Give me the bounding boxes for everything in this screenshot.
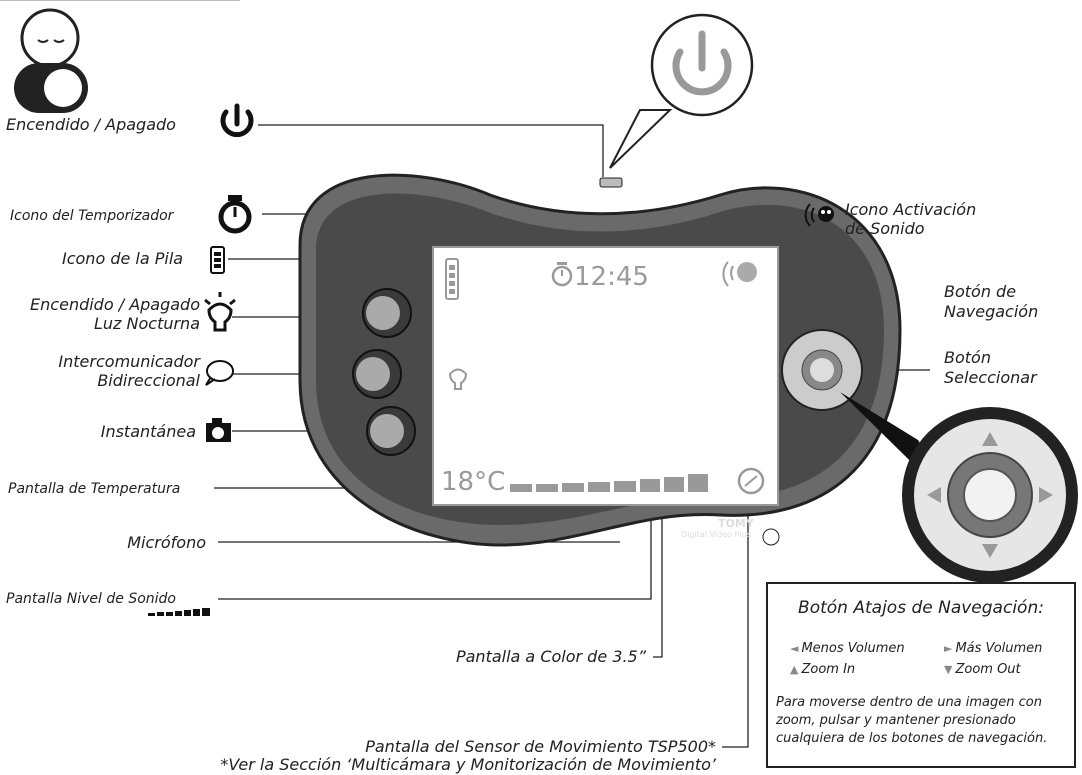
nightlight-label-line2: Luz Nocturna xyxy=(93,314,200,333)
nav-button-label-line2: Navegación xyxy=(944,302,1039,321)
motion-sensor-label: Pantalla del Sensor de Movimiento TSP500… xyxy=(365,737,716,756)
arrow-up-icon: ▲ xyxy=(790,663,799,676)
brand-name: TOMY xyxy=(718,517,754,530)
arrow-right-icon: ► xyxy=(944,642,953,655)
arrow-left-icon: ◄ xyxy=(790,642,799,655)
nav-pad-zoom xyxy=(840,392,1078,583)
arrow-down-icon: ▼ xyxy=(944,663,953,676)
timer-icon xyxy=(218,195,252,234)
volume-down-text: Menos Volumen xyxy=(801,641,905,656)
zoom-in-text: Zoom In xyxy=(801,662,856,677)
microphone-label: Micrófono xyxy=(127,533,206,552)
power-label: Encendido / Apagado xyxy=(6,115,176,134)
device-model: Digital Video Plus xyxy=(681,530,751,539)
battery-icon-label: Icono de la Pila xyxy=(62,249,184,268)
volume-up-text: Más Volumen xyxy=(955,641,1043,656)
timer-icon-label: Icono del Temporizador xyxy=(10,208,174,224)
shortcuts-title: Botón Atajos de Navegación: xyxy=(798,598,1044,618)
intercom-label-line1: Intercomunicador xyxy=(58,352,200,371)
select-button-label-line1: Botón xyxy=(944,348,991,367)
brand-logo-icon xyxy=(762,528,780,546)
select-button-label-line2: Seleccionar xyxy=(944,368,1037,387)
screen-nightlight-icon xyxy=(448,368,468,390)
screen-temperature: 18°C xyxy=(441,467,506,497)
zoom-out-text: Zoom Out xyxy=(955,662,1021,677)
screen-sound-level-bars xyxy=(510,474,708,492)
nav-button-label-line1: Botón de xyxy=(944,282,1017,301)
temperature-display-label: Pantalla de Temperatura xyxy=(8,481,181,497)
zoom-in-item: ▲Zoom In xyxy=(790,662,855,677)
power-callout-bubble xyxy=(609,13,754,169)
zoom-out-item: ▼Zoom Out xyxy=(944,662,1021,677)
motion-sensor-note: *Ver la Sección ‘Multicámara y Monitoriz… xyxy=(220,755,716,774)
camera-icon xyxy=(206,418,231,442)
nightlight-label-line1: Encendido / Apagado xyxy=(30,295,200,314)
power-leader xyxy=(258,124,604,177)
intercom-label-line2: Bidireccional xyxy=(97,371,200,390)
power-icon xyxy=(220,103,254,138)
sound-activation-icon xyxy=(804,203,834,227)
left-buttons xyxy=(352,288,416,456)
navigation-shortcuts-box: Botón Atajos de Navegación: ◄Menos Volum… xyxy=(766,582,1076,768)
screen-sound-icon xyxy=(722,261,757,287)
screen-timer-icon xyxy=(551,262,573,287)
volume-down-item: ◄Menos Volumen xyxy=(790,641,905,656)
battery-icon xyxy=(210,246,225,274)
sound-level-bars-icon xyxy=(148,608,210,616)
device-nav-pad xyxy=(781,329,863,411)
nightlight-icon xyxy=(204,292,236,332)
baby-parent-icon xyxy=(0,0,240,113)
shortcuts-note: Para moverse dentro de una imagen con zo… xyxy=(776,695,1048,746)
sound-level-display-label: Pantalla Nivel de Sonido xyxy=(6,591,176,607)
motion-leader xyxy=(722,480,749,748)
screen-timer-value: 12:45 xyxy=(574,262,649,292)
lcd-screen xyxy=(432,246,779,506)
snapshot-label: Instantánea xyxy=(100,422,196,441)
sound-activation-label-line2: de Sonido xyxy=(845,219,925,238)
screen-motion-sensor-icon xyxy=(737,467,765,495)
screen-battery-icon xyxy=(445,258,459,300)
speech-bubble-icon xyxy=(205,360,234,386)
volume-up-item: ►Más Volumen xyxy=(944,641,1042,656)
sound-activation-label-line1: Icono Activación xyxy=(845,200,977,219)
color-screen-label: Pantalla a Color de 3.5” xyxy=(455,647,646,666)
